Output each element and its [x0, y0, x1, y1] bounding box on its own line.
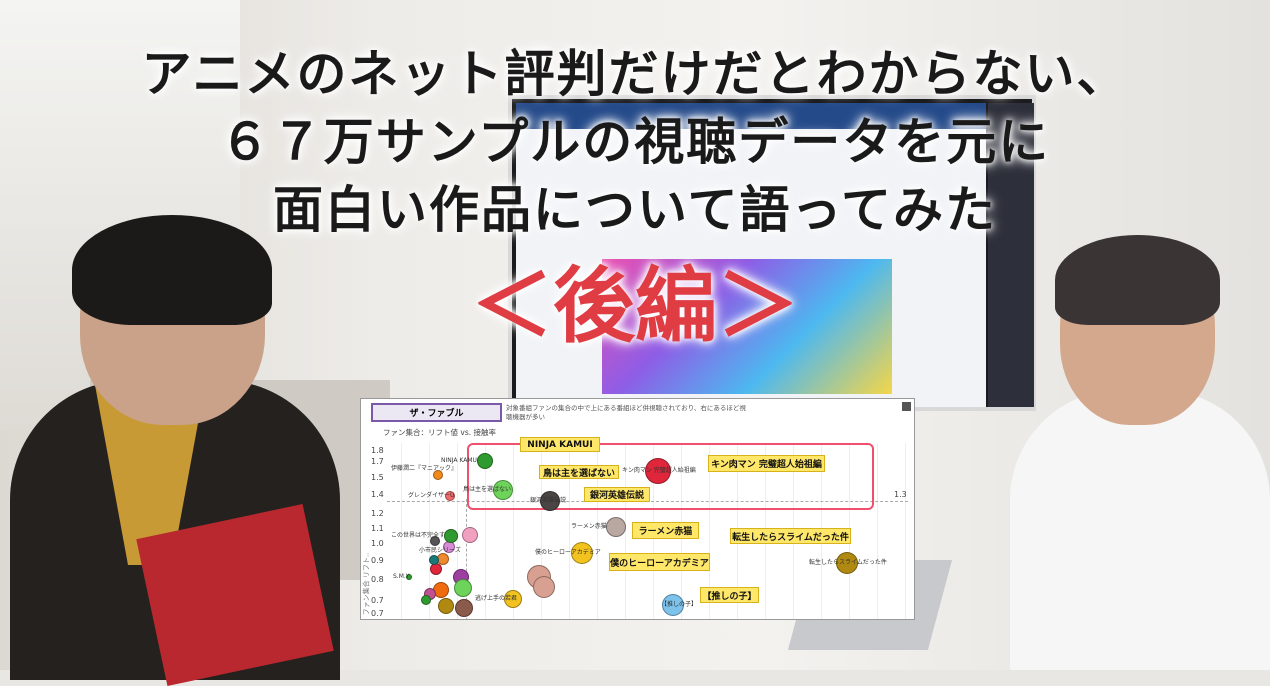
headline: アニメのネット評判だけだとわからない、 ６７万サンプルの視聴データを元に 面白い… — [0, 40, 1270, 362]
person-right — [1010, 390, 1270, 670]
bubble-label: この世界は不完全すぎる — [391, 532, 458, 539]
bubble-label: グレンダイザーU — [408, 492, 455, 499]
x-reference-line — [466, 499, 467, 619]
y-tick: 1.4 — [371, 490, 384, 499]
screen-sidebar — [988, 103, 1034, 407]
chart-bubble[interactable] — [445, 491, 455, 501]
grid-line — [457, 443, 458, 619]
y-tick: 1.1 — [371, 524, 384, 533]
screen-header — [516, 103, 986, 129]
bubble-label: 僕のヒーローアカデミア — [535, 549, 601, 556]
y-tick: 0.9 — [371, 556, 384, 565]
person-right-hair — [1055, 235, 1220, 325]
chart-bubble[interactable] — [504, 590, 522, 608]
close-icon[interactable] — [902, 402, 911, 411]
bubble-label: 鳥は主を選ばない — [463, 486, 512, 493]
highlight-box — [467, 443, 874, 510]
chart-bubble[interactable] — [438, 598, 454, 614]
grid-line — [429, 443, 430, 619]
headline-line-1: アニメのネット評判だけだとわからない、 — [141, 45, 1129, 103]
grid-line — [709, 443, 710, 619]
y-tick: 0.8 — [371, 575, 384, 584]
grid-line — [877, 443, 878, 619]
chart-bubble[interactable] — [406, 574, 412, 580]
chart-bubble[interactable] — [454, 579, 472, 597]
chart-bubble[interactable] — [606, 517, 626, 537]
y-tick: 1.7 — [371, 457, 384, 466]
chart-bubble[interactable] — [533, 576, 555, 598]
callout-label: 僕のヒーローアカデミア — [609, 553, 710, 571]
bubble-label: 逃げ上手の若君 — [475, 595, 518, 602]
callout-label: 転生したらスライムだった件 — [730, 528, 851, 544]
bubble-label: NINJA KAMUI — [441, 457, 479, 464]
chart-bubble[interactable] — [493, 480, 513, 500]
chart-bubble[interactable] — [444, 529, 458, 543]
chart-bubble[interactable] — [571, 542, 593, 564]
y-tick: 1.5 — [371, 473, 384, 482]
reference-value: 1.3 — [894, 490, 907, 499]
grid-line — [625, 443, 626, 619]
part-label: ＜後編＞ — [470, 259, 799, 354]
chart-bubble[interactable] — [430, 536, 440, 546]
callout-label: NINJA KAMUI — [520, 437, 600, 452]
y-tick: 0.7 — [371, 609, 384, 618]
program-title-box: ザ・ファブル — [371, 403, 502, 422]
y-tick: 1.8 — [371, 446, 384, 455]
bubble-label: S.M.Y — [393, 573, 410, 580]
y-tick: 0.7 — [371, 596, 384, 605]
grid-line — [597, 443, 598, 619]
bubble-label: 銀河英雄伝説 — [530, 497, 567, 504]
callout-label: キン肉マン 完璧超人始祖編 — [708, 455, 825, 472]
grid-line — [569, 443, 570, 619]
chart-bubble[interactable] — [421, 595, 431, 605]
chart-description: 対象番組ファンの集合の中で上にある番組ほど併視聴されており、右にあるほど視聴機器… — [506, 404, 746, 421]
grid-line — [541, 443, 542, 619]
chart-bubble[interactable] — [433, 470, 443, 480]
bubble-label: 【推しの子】 — [661, 601, 698, 608]
chart-bubble[interactable] — [540, 491, 560, 511]
bubble-label: 転生したらスライムだった件 — [809, 559, 887, 566]
y-tick: 1.0 — [371, 539, 384, 548]
callout-label: ラーメン赤猫 — [632, 522, 699, 539]
bubble-label: 伊藤潤二『マニアック』 — [391, 465, 458, 472]
chart-bubble[interactable] — [836, 552, 858, 574]
bubble-label: 小市民シリーズ — [419, 547, 461, 554]
grid-line — [401, 443, 402, 619]
grid-line — [513, 443, 514, 619]
callout-label: 銀河英雄伝説 — [584, 487, 650, 502]
headline-line-2: ６７万サンプルの視聴データを元に — [219, 113, 1051, 171]
screen-banner-image — [602, 259, 892, 394]
chart-title: ファン集合：リフト値 vs. 接触率 — [383, 428, 496, 437]
callout-label: 鳥は主を選ばない — [539, 465, 619, 479]
bubble-label: キン肉マン 完璧超人始祖編 — [622, 467, 696, 474]
grid-line — [905, 443, 906, 619]
chart-panel: ザ・ファブル 対象番組ファンの集合の中で上にある番組ほど併視聴されており、右にあ… — [360, 398, 915, 620]
tv-screen — [508, 95, 1036, 411]
chart-bubble[interactable] — [462, 527, 478, 543]
callout-label: 【推しの子】 — [700, 587, 759, 603]
bubble-label: ラーメン赤猫 — [571, 523, 607, 530]
chart-bubble[interactable] — [477, 453, 493, 469]
chart-bubble[interactable] — [662, 594, 684, 616]
person-left-hair — [72, 215, 272, 325]
y-axis-label: ファン集合 リフト.. — [362, 552, 371, 616]
chart-bubble[interactable] — [645, 458, 671, 484]
chart-bubble[interactable] — [455, 599, 473, 617]
chart-bubble[interactable] — [429, 555, 439, 565]
headline-line-3: 面白い作品について語ってみた — [273, 181, 997, 239]
y-tick: 1.2 — [371, 509, 384, 518]
grid-line — [485, 443, 486, 619]
